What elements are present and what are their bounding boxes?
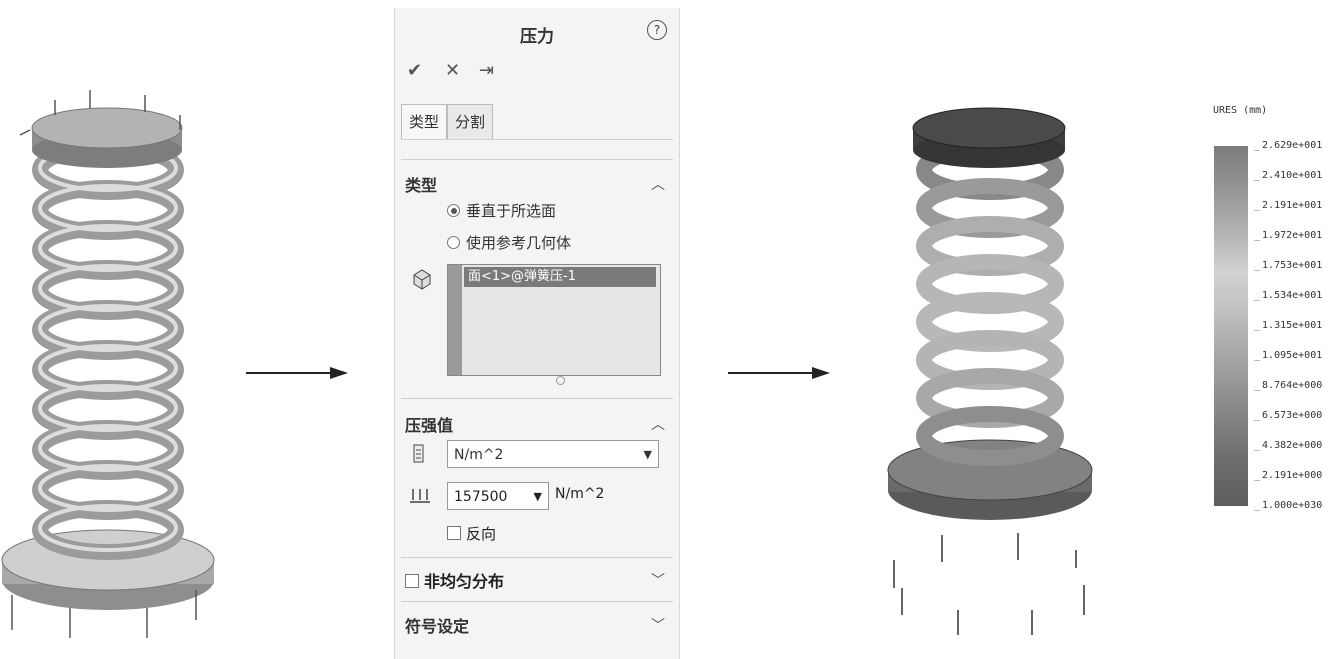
checkbox-icon: [447, 526, 461, 540]
radio-checked-icon: [447, 204, 460, 217]
panel-title: 压力: [520, 27, 554, 47]
radio-reference-geometry[interactable]: 使用参考几何体: [447, 232, 571, 253]
radio-unchecked-icon: [447, 236, 460, 249]
flow-arrow-2: [728, 372, 812, 374]
spring-model-left: [1, 90, 215, 638]
resize-handle[interactable]: [556, 376, 565, 385]
list-color-bar: [448, 265, 462, 375]
chevron-down-icon[interactable]: ﹀: [651, 618, 665, 634]
pin-icon[interactable]: ⇥: [479, 60, 495, 81]
flow-arrow-2-head: [812, 367, 830, 379]
legend-value: 2.191e+000: [1254, 470, 1322, 481]
tab-type[interactable]: 类型: [401, 104, 448, 139]
flow-arrow-1-head: [330, 367, 348, 379]
dropdown-arrow-icon: ▼: [533, 490, 542, 503]
chevron-up-icon[interactable]: ︿: [651, 417, 665, 433]
reverse-label: 反向: [466, 525, 497, 543]
unit-select-value: N/m^2: [454, 447, 504, 463]
legend-value: 6.573e+000: [1254, 410, 1322, 421]
radio-label: 使用参考几何体: [466, 234, 572, 252]
unit-select[interactable]: N/m^2 ▼: [447, 440, 659, 468]
divider: [401, 159, 673, 160]
legend-value: 8.764e+000: [1254, 380, 1322, 391]
ok-icon[interactable]: ✔: [407, 60, 423, 81]
pressure-value-input[interactable]: 157500 ▼: [447, 482, 549, 510]
pressure-unit-label: N/m^2: [555, 486, 605, 502]
legend-value: 2.191e+001: [1254, 200, 1322, 211]
tab-split[interactable]: 分割: [447, 104, 494, 139]
divider: [401, 601, 673, 602]
dropdown-arrow-icon: ▼: [643, 448, 652, 461]
unit-icon: [413, 444, 424, 463]
divider: [401, 557, 673, 558]
legend-value: 1.534e+001: [1254, 290, 1322, 301]
reverse-checkbox[interactable]: 反向: [447, 523, 496, 544]
pressure-property-panel: 压力 ? ✔ ✕ ⇥ 类型分割 类型 ︿ 垂直于所选面 使用参考几何体 面<1>…: [394, 8, 680, 659]
legend-color-bar: [1214, 146, 1248, 506]
face-cube-icon: [413, 269, 431, 290]
flow-arrow-1: [246, 372, 330, 374]
nonuniform-label: 非均匀分布: [424, 572, 505, 591]
selected-faces-list[interactable]: 面<1>@弹簧压-1: [447, 264, 661, 376]
radio-label: 垂直于所选面: [466, 202, 557, 220]
legend-value: 1.000e+030: [1254, 500, 1322, 511]
chevron-down-icon[interactable]: ﹀: [651, 573, 665, 589]
legend-value: 1.315e+001: [1254, 320, 1322, 331]
spring-result-model: [887, 107, 1093, 635]
divider: [401, 139, 673, 140]
pressure-section-title: 压强值: [405, 416, 454, 435]
divider: [401, 398, 673, 399]
chevron-up-icon[interactable]: ︿: [651, 177, 665, 193]
type-section-title: 类型: [405, 176, 438, 195]
pressure-value: 157500: [454, 489, 508, 505]
symbol-settings-title[interactable]: 符号设定: [405, 617, 470, 636]
nonuniform-checkbox[interactable]: 非均匀分布: [405, 568, 504, 592]
cancel-icon[interactable]: ✕: [445, 60, 461, 81]
legend-value: 2.410e+001: [1254, 170, 1322, 181]
legend-value: 4.382e+000: [1254, 440, 1322, 451]
list-item[interactable]: 面<1>@弹簧压-1: [464, 267, 656, 287]
legend-value: 2.629e+001: [1254, 140, 1322, 151]
checkbox-icon: [405, 574, 419, 588]
legend-value: 1.753e+001: [1254, 260, 1322, 271]
tab-bar: 类型分割: [401, 104, 494, 140]
pressure-icon: [410, 489, 430, 503]
legend-title: URES (mm): [1213, 105, 1268, 116]
legend-value: 1.095e+001: [1254, 350, 1322, 361]
help-icon[interactable]: ?: [647, 20, 667, 40]
legend-value: 1.972e+001: [1254, 230, 1322, 241]
radio-normal-to-face[interactable]: 垂直于所选面: [447, 200, 556, 221]
